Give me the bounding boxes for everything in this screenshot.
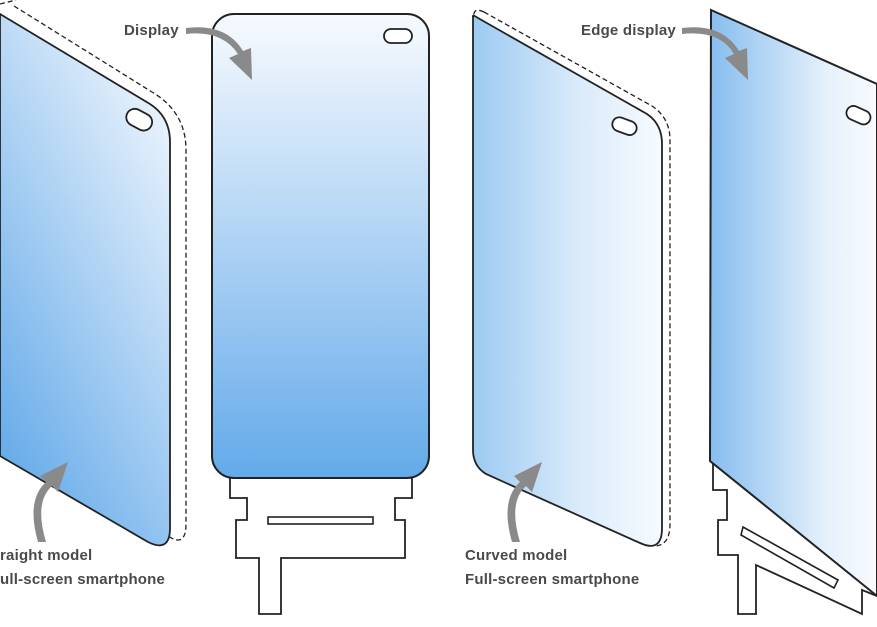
connector-strip [740,525,840,590]
label-edge-display: Edge display [581,22,676,39]
display-screen [471,14,663,547]
phone-body-outline [13,5,187,541]
camera-cutout-icon [611,116,638,136]
arrow-display-icon [186,27,252,80]
camera-cutout-icon [845,105,872,126]
display-screen [0,12,171,547]
phone-curved-model [471,9,671,547]
arrow-edge-display-icon [682,27,748,80]
label-display: Display [124,22,179,39]
label-straight-model: raight model [0,547,93,564]
phone-straight-model [0,0,187,547]
phone-edge-display [708,8,877,616]
internal-frame [712,464,877,616]
display-screen [708,8,877,598]
label-curved-model: Curved model [465,547,568,564]
camera-cutout-icon [383,28,413,44]
arrow-curved-model-icon [507,462,542,542]
connector-strip [267,516,374,525]
phone-front-view [211,13,430,615]
label-straight-full-screen: ull-screen smartphone [0,571,166,588]
camera-cutout-icon [125,107,154,132]
display-screen [211,13,430,479]
label-curved-full-screen: Full-screen smartphone [465,571,640,588]
internal-frame [229,476,413,615]
arrow-straight-model-icon [33,462,68,542]
